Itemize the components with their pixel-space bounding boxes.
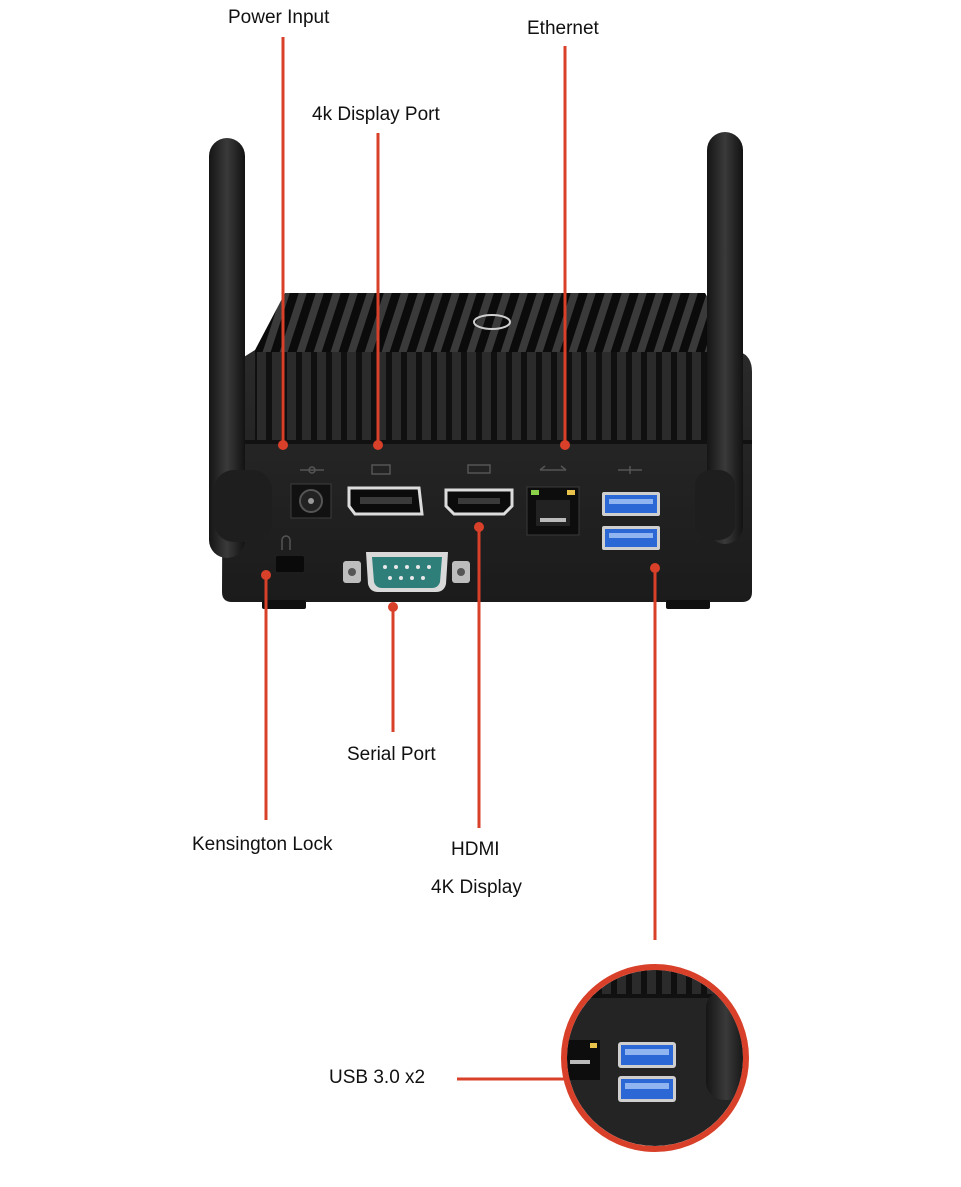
zoom-ring bbox=[561, 964, 749, 1152]
top-heatsink bbox=[254, 293, 740, 352]
antenna-left bbox=[209, 138, 272, 558]
callout-ethernet-dot bbox=[560, 440, 570, 450]
callout-hdmi-dot bbox=[474, 522, 484, 532]
ethernet-port bbox=[526, 486, 580, 536]
label-hdmi: HDMI bbox=[451, 839, 500, 860]
serial-port bbox=[343, 552, 470, 592]
usb-ports bbox=[602, 492, 660, 550]
foot-left bbox=[262, 600, 306, 609]
label-usb: USB 3.0 x2 bbox=[329, 1067, 426, 1088]
power-jack bbox=[290, 483, 332, 519]
mini-pc-device bbox=[209, 132, 752, 609]
antenna-right bbox=[695, 132, 743, 544]
callout-power-dot bbox=[278, 440, 288, 450]
callout-displayport-dot bbox=[373, 440, 383, 450]
label-power-input: Power Input bbox=[228, 7, 330, 28]
top-logo bbox=[473, 314, 511, 330]
hdmi-port bbox=[444, 488, 514, 516]
kensington-slot bbox=[276, 556, 304, 572]
label-ethernet: Ethernet bbox=[527, 18, 599, 39]
label-kensington-lock: Kensington Lock bbox=[192, 834, 333, 855]
callout-serial-dot bbox=[388, 602, 398, 612]
callout-usb-dot bbox=[650, 563, 660, 573]
port-icons bbox=[281, 464, 642, 550]
label-serial-port: Serial Port bbox=[347, 744, 436, 765]
usb-zoom-inset bbox=[561, 964, 749, 1152]
label-display-port: 4k Display Port bbox=[312, 104, 440, 125]
side-fins bbox=[255, 352, 710, 440]
displayport-port bbox=[347, 486, 424, 516]
callout-kensington-dot bbox=[261, 570, 271, 580]
label-hdmi-sub: 4K Display bbox=[431, 877, 522, 898]
callout-lines bbox=[261, 37, 660, 1084]
foot-right bbox=[666, 600, 710, 609]
